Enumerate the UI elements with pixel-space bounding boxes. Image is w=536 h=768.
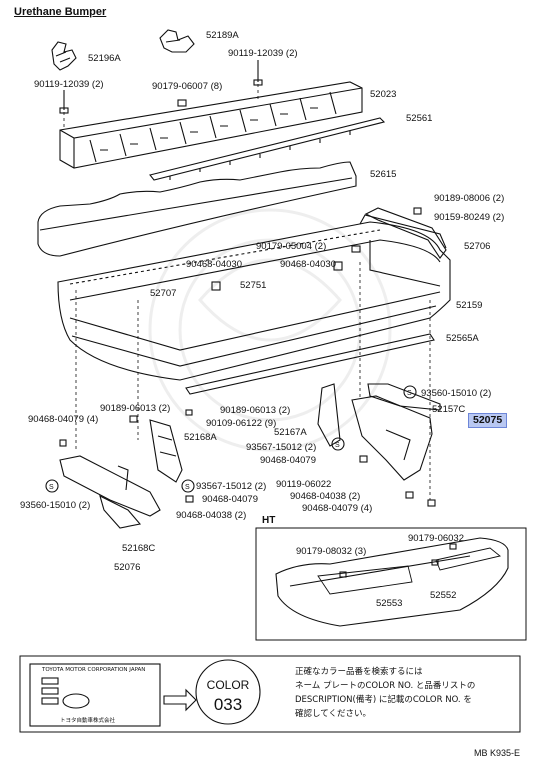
svg-text:S: S (335, 442, 340, 449)
color-code: 033 (213, 695, 243, 714)
part-label-52168A[interactable]: 52168A (184, 432, 217, 443)
part-label-90468-04079-center[interactable]: 90468-04079 (202, 494, 258, 505)
part-label-90468-04030-a[interactable]: 90468-04030 (186, 259, 242, 270)
clip-icon (59, 207, 436, 507)
name-plate-header: TOYOTA MOTOR CORPORATION JAPAN (42, 667, 146, 673)
part-label-52196A[interactable]: 52196A (88, 53, 121, 64)
part-label-93560-15010-left[interactable]: 93560-15010 (2) (20, 500, 91, 511)
part-label-90468-04038-right[interactable]: 90468-04038 (2) (290, 491, 361, 502)
ht-label: HT (262, 515, 276, 526)
retainer-52706 (364, 207, 447, 259)
part-label-90189-06013-left[interactable]: 90189-06013 (2) (100, 403, 171, 414)
part-label-90109-06122[interactable]: 90109-06122 (9) (206, 418, 277, 429)
stay-52076 (59, 455, 161, 529)
bolt-icon (59, 90, 69, 114)
part-label-90119-06022[interactable]: 90119-06022 (276, 479, 332, 490)
footer-code: MB K935-E (473, 748, 520, 758)
strip-52561 (149, 117, 386, 181)
part-label-52157C[interactable]: 52157C (432, 404, 466, 415)
bumper-cover-52159 (57, 214, 451, 381)
bracket-52157C (367, 383, 441, 411)
color-info-box (19, 655, 521, 733)
part-label-90189-08006[interactable]: 90189-08006 (2) (434, 193, 505, 204)
note-line-1: 正確なカラー品番を検索するには (295, 667, 423, 677)
part-label-90119-12039-left[interactable]: 90119-12039 (2) (34, 79, 104, 90)
note-line-4: 確認してください。 (295, 709, 371, 719)
retainer-52751 (69, 229, 381, 285)
part-label-90179-06032[interactable]: 90179-06032 (408, 533, 464, 544)
part-label-52707[interactable]: 52707 (150, 288, 177, 299)
part-label-52159[interactable]: 52159 (456, 300, 483, 311)
clip-icon (177, 99, 187, 107)
energy-absorber-52615 (37, 161, 357, 257)
diagram-title: Urethane Bumper (14, 6, 107, 18)
part-label-52167A[interactable]: 52167A (274, 427, 307, 438)
part-label-52023[interactable]: 52023 (370, 89, 397, 100)
svg-text:S: S (49, 484, 54, 491)
part-label-52076[interactable]: 52076 (114, 562, 141, 573)
name-plate-maker: トヨタ自動車株式会社 (60, 718, 116, 724)
note-line-2: ネーム プレートのCOLOR NO. と品番リストの (295, 681, 476, 691)
bolt-icon (253, 60, 263, 86)
part-label-52751[interactable]: 52751 (240, 280, 267, 291)
part-label-93567-15012-left[interactable]: 93567-15012 (2) (196, 481, 267, 492)
part-label-90179-05004[interactable]: 90179-05004 (2) (256, 241, 327, 252)
reinforcement-52023 (59, 81, 363, 169)
part-label-90119-12039-right[interactable]: 90119-12039 (2) (228, 48, 298, 59)
bracket-52168A (149, 419, 183, 483)
ht-inset-box (255, 527, 527, 641)
grommet-icon: S S S S (45, 385, 417, 493)
part-label-52075-highlighted[interactable]: 52075 (468, 413, 508, 428)
part-label-90159-80249[interactable]: 90159-80249 (2) (434, 212, 505, 223)
part-label-52706[interactable]: 52706 (464, 241, 491, 252)
bracket-52189A (159, 29, 195, 53)
part-label-90468-04038-left[interactable]: 90468-04038 (2) (176, 510, 247, 521)
bracket-52167A (317, 383, 341, 447)
stay-52075 (351, 395, 433, 481)
bracket-52196A (51, 41, 77, 71)
part-label-52189A[interactable]: 52189A (206, 30, 239, 41)
svg-text:S: S (407, 390, 412, 397)
part-label-52615[interactable]: 52615 (370, 169, 397, 180)
part-label-90468-04079-4[interactable]: 90468-04079 (4) (28, 414, 99, 425)
part-label-52168C[interactable]: 52168C (122, 543, 156, 554)
part-label-90468-04030-b[interactable]: 90468-04030 (280, 259, 336, 270)
part-label-52552[interactable]: 52552 (430, 590, 457, 601)
color-word: COLOR (206, 678, 250, 692)
svg-text:S: S (185, 484, 190, 491)
note-line-3: DESCRIPTION(備考) に記載のCOLOR NO. を (295, 695, 472, 705)
part-label-90189-06013-right[interactable]: 90189-06013 (2) (220, 405, 291, 416)
part-label-90468-04079-4-right[interactable]: 90468-04079 (4) (302, 503, 373, 514)
part-label-90179-06007[interactable]: 90179-06007 (8) (152, 81, 223, 92)
part-label-52561[interactable]: 52561 (406, 113, 433, 124)
part-label-52553[interactable]: 52553 (376, 598, 403, 609)
strip-52565A (185, 333, 435, 395)
part-label-52565A[interactable]: 52565A (446, 333, 479, 344)
part-label-93567-15012-right[interactable]: 93567-15012 (2) (246, 442, 317, 453)
part-label-90468-04079-mid[interactable]: 90468-04079 (260, 455, 316, 466)
part-label-93560-15010-right[interactable]: 93560-15010 (2) (421, 388, 492, 399)
leader-lines (63, 84, 431, 500)
part-label-90179-08032[interactable]: 90179-08032 (3) (296, 546, 367, 557)
